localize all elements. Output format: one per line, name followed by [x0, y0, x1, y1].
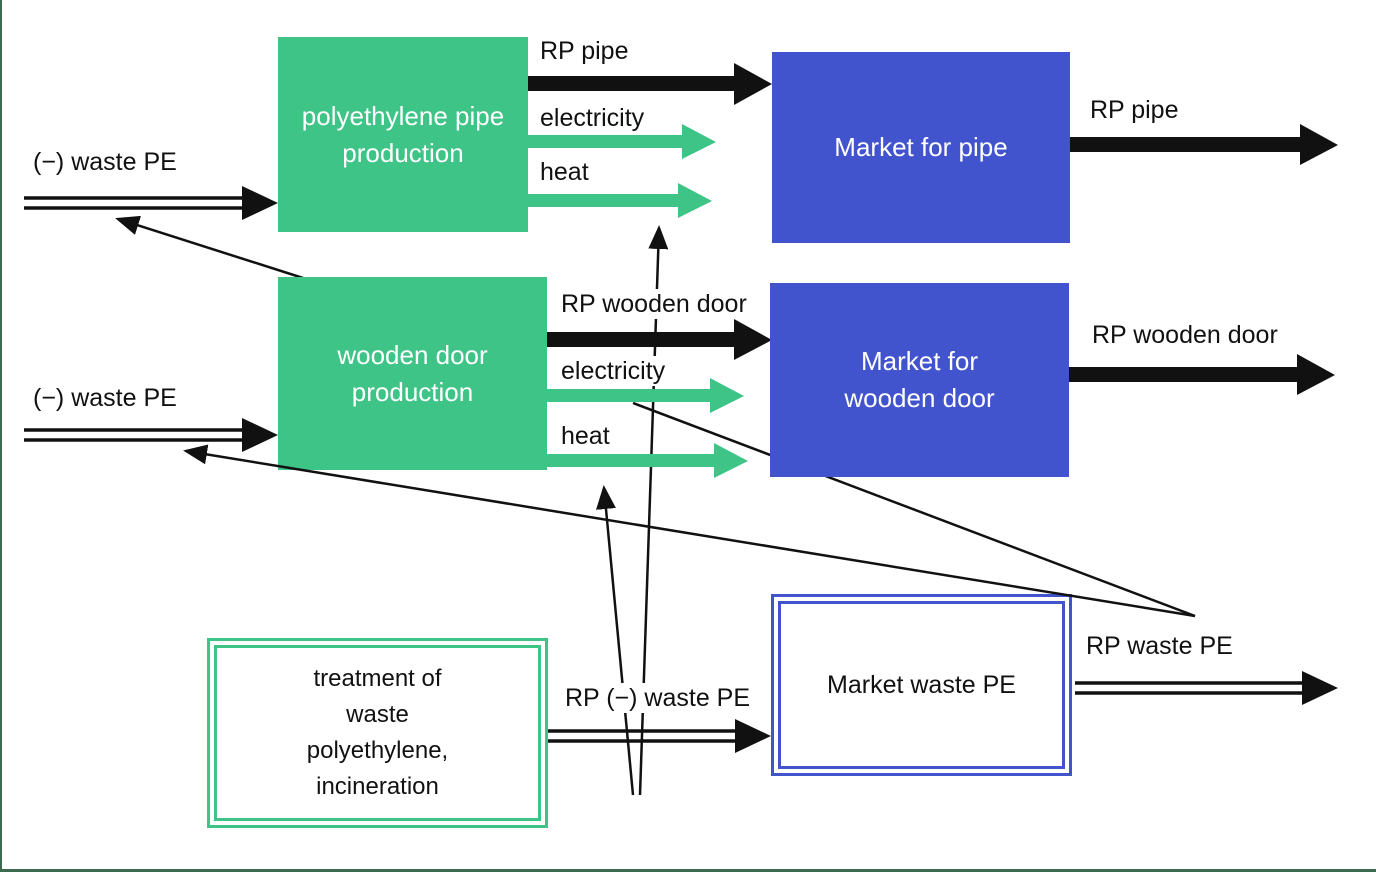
- heat-pipe-arrow: [528, 183, 712, 218]
- label-electricity-pipe: electricity: [540, 104, 645, 132]
- label-heat-pipe: heat: [540, 158, 589, 186]
- label-heat-door: heat: [558, 421, 613, 451]
- waste-pe-arrow-1: [24, 186, 278, 220]
- label-rp-wooden-door-2: RP wooden door: [1092, 321, 1278, 349]
- treatment-box-label: treatment of waste polyethylene, inciner…: [214, 645, 541, 821]
- box-treatment-waste-polyethylene: treatment of waste polyethylene, inciner…: [207, 638, 548, 828]
- label-rp-pipe-2: RP pipe: [1090, 96, 1179, 124]
- label-rp-pipe-1: RP pipe: [540, 37, 629, 65]
- connector-door-production-to-pipe-waste-input: [115, 215, 304, 280]
- connector-waste-pe-up-to-door-heat: [596, 485, 635, 796]
- rp-wooden-door-arrow: [547, 319, 772, 360]
- label-waste-pe-1: (−) waste PE: [33, 148, 177, 176]
- market-waste-pe-label: Market waste PE: [778, 601, 1065, 769]
- label-rp-minus-waste-pe: RP (−) waste PE: [562, 683, 754, 713]
- label-electricity-door: electricity: [558, 356, 669, 386]
- rp-pipe-arrow: [528, 63, 772, 105]
- rp-pipe-out-arrow: [1070, 124, 1338, 165]
- frame-left-edge: [0, 0, 2, 872]
- rp-minus-waste-pe-arrow: [548, 719, 771, 753]
- label-rp-waste-pe-out: RP waste PE: [1086, 632, 1233, 660]
- frame-bottom-edge: [0, 869, 1376, 872]
- box-market-waste-pe: Market waste PE: [771, 594, 1072, 776]
- box-market-for-wooden-door: Market for wooden door: [770, 283, 1069, 477]
- rp-waste-pe-out-arrow: [1075, 671, 1338, 705]
- box-wooden-door-production: wooden door production: [278, 277, 547, 470]
- label-rp-wooden-door-1: RP wooden door: [558, 289, 750, 319]
- label-waste-pe-2: (−) waste PE: [33, 384, 177, 412]
- box-market-for-pipe: Market for pipe: [772, 52, 1070, 243]
- box-polyethylene-pipe-production: polyethylene pipe production: [278, 37, 528, 232]
- rp-wooden-door-out-arrow: [1069, 354, 1335, 395]
- waste-pe-arrow-2: [24, 418, 278, 452]
